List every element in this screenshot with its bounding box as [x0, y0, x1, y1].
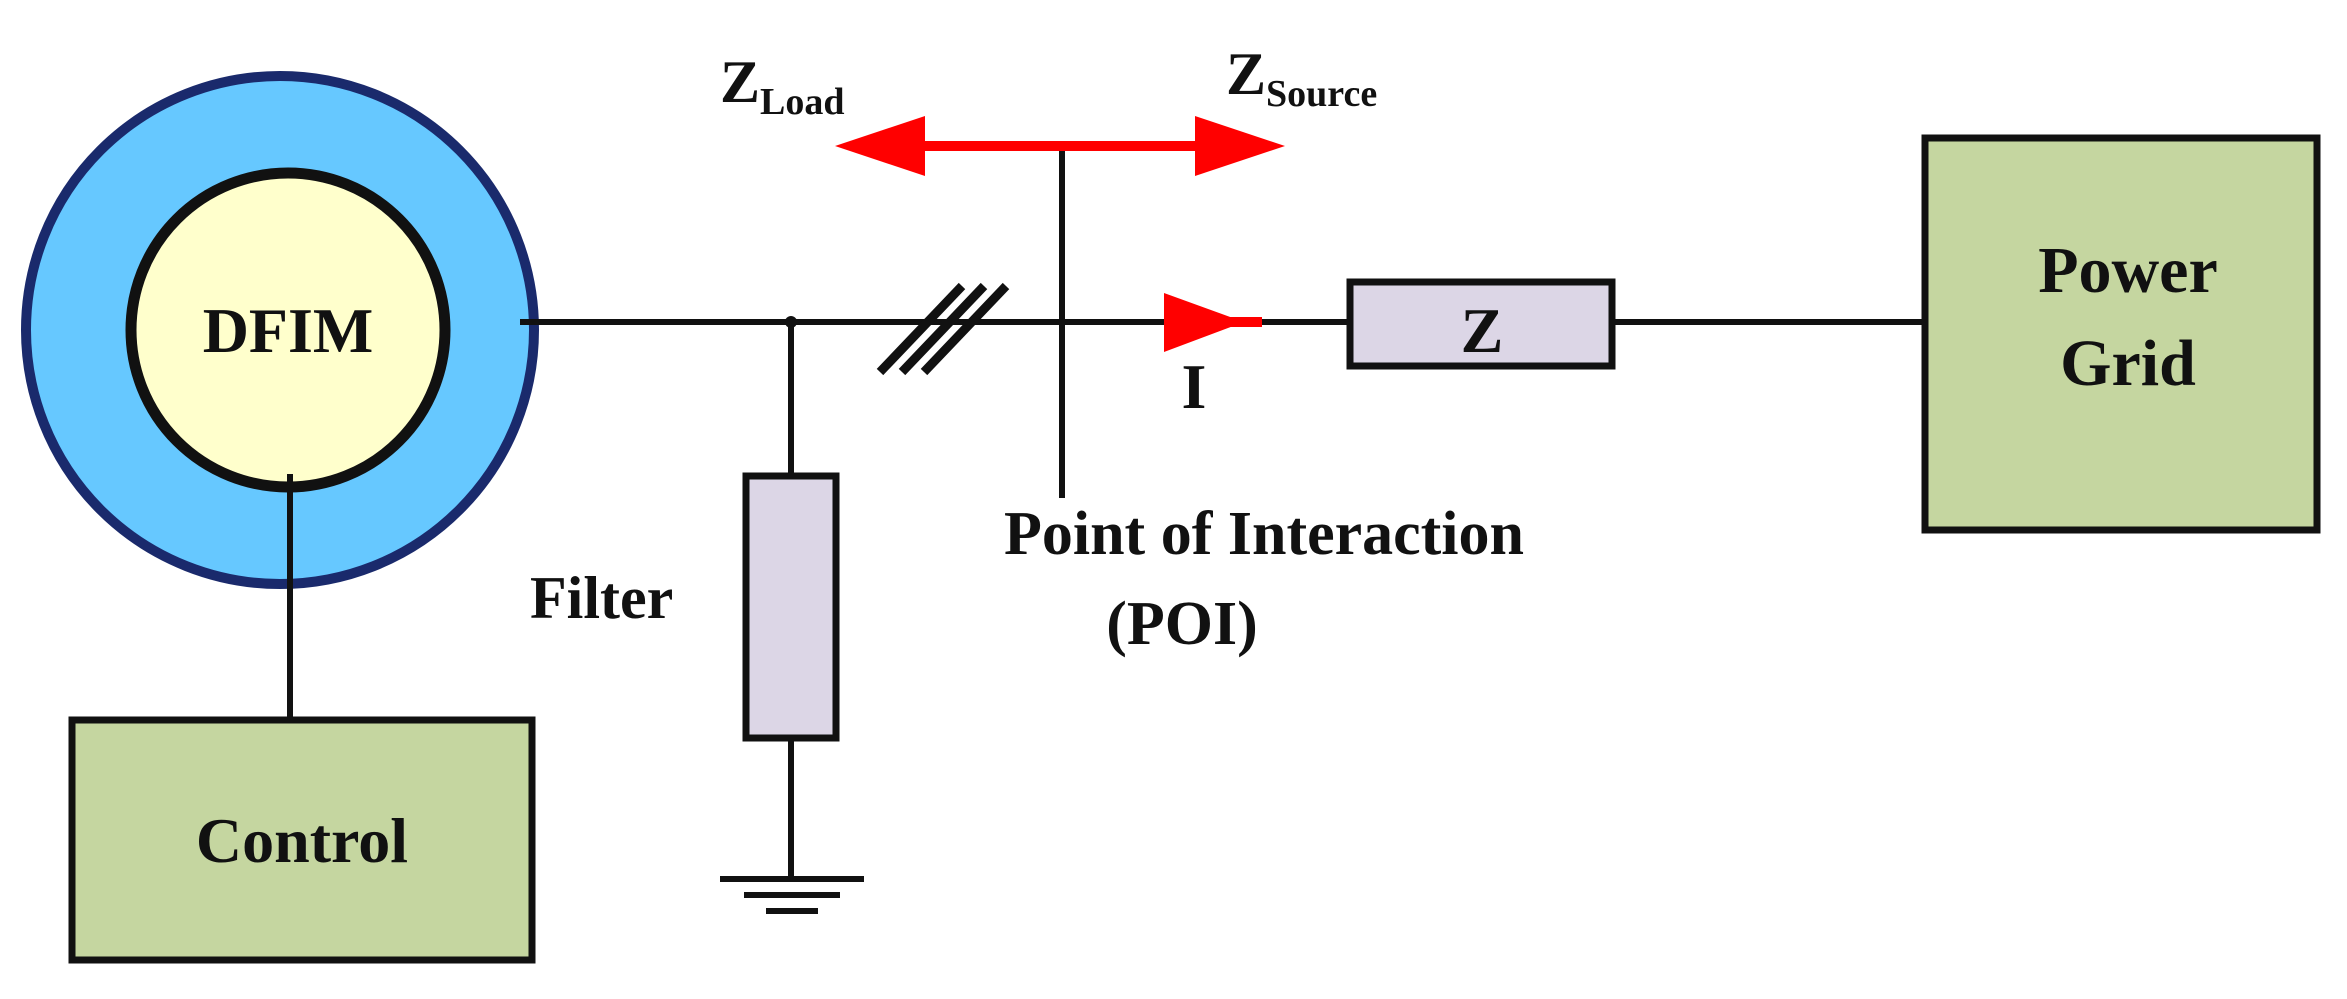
line-impedance: Z	[1346, 278, 1616, 370]
ground-icon	[720, 876, 864, 914]
dfim-label: DFIM	[203, 295, 374, 366]
filter-label: Filter	[530, 565, 673, 631]
impedance-label: Z	[1461, 295, 1504, 366]
impedance-component	[1346, 278, 1616, 370]
poi-label-line1: Point of Interaction	[1004, 500, 1524, 568]
power-grid-block: Power Grid	[1921, 134, 2321, 534]
current-arrow-icon	[1164, 293, 1262, 352]
svg-text:ZSource: ZSource	[1226, 41, 1377, 115]
dfim-machine: DFIM	[21, 71, 539, 589]
z-load-main: Z	[720, 49, 760, 115]
power-grid-label-line2: Grid	[2060, 327, 2196, 400]
filter-branch: Filter	[530, 322, 864, 914]
z-source-main: Z	[1226, 41, 1266, 107]
z-source-label: ZSource	[1226, 41, 1377, 115]
z-load-sub: Load	[760, 81, 844, 123]
poi-label-line2: (POI)	[1106, 590, 1258, 658]
filter-component	[742, 472, 840, 742]
control-box	[68, 716, 536, 964]
bidirectional-arrow-icon	[835, 116, 1285, 176]
control-label: Control	[196, 805, 408, 876]
power-grid-box	[1921, 134, 2321, 534]
current-label: I	[1182, 351, 1207, 422]
control-block: Control	[68, 716, 536, 964]
three-phase-marker-icon	[876, 282, 1010, 376]
z-source-sub: Source	[1266, 73, 1377, 115]
svg-text:ZLoad: ZLoad	[720, 49, 845, 123]
z-load-label: ZLoad	[720, 49, 845, 123]
power-grid-label-line1: Power	[2038, 234, 2218, 307]
